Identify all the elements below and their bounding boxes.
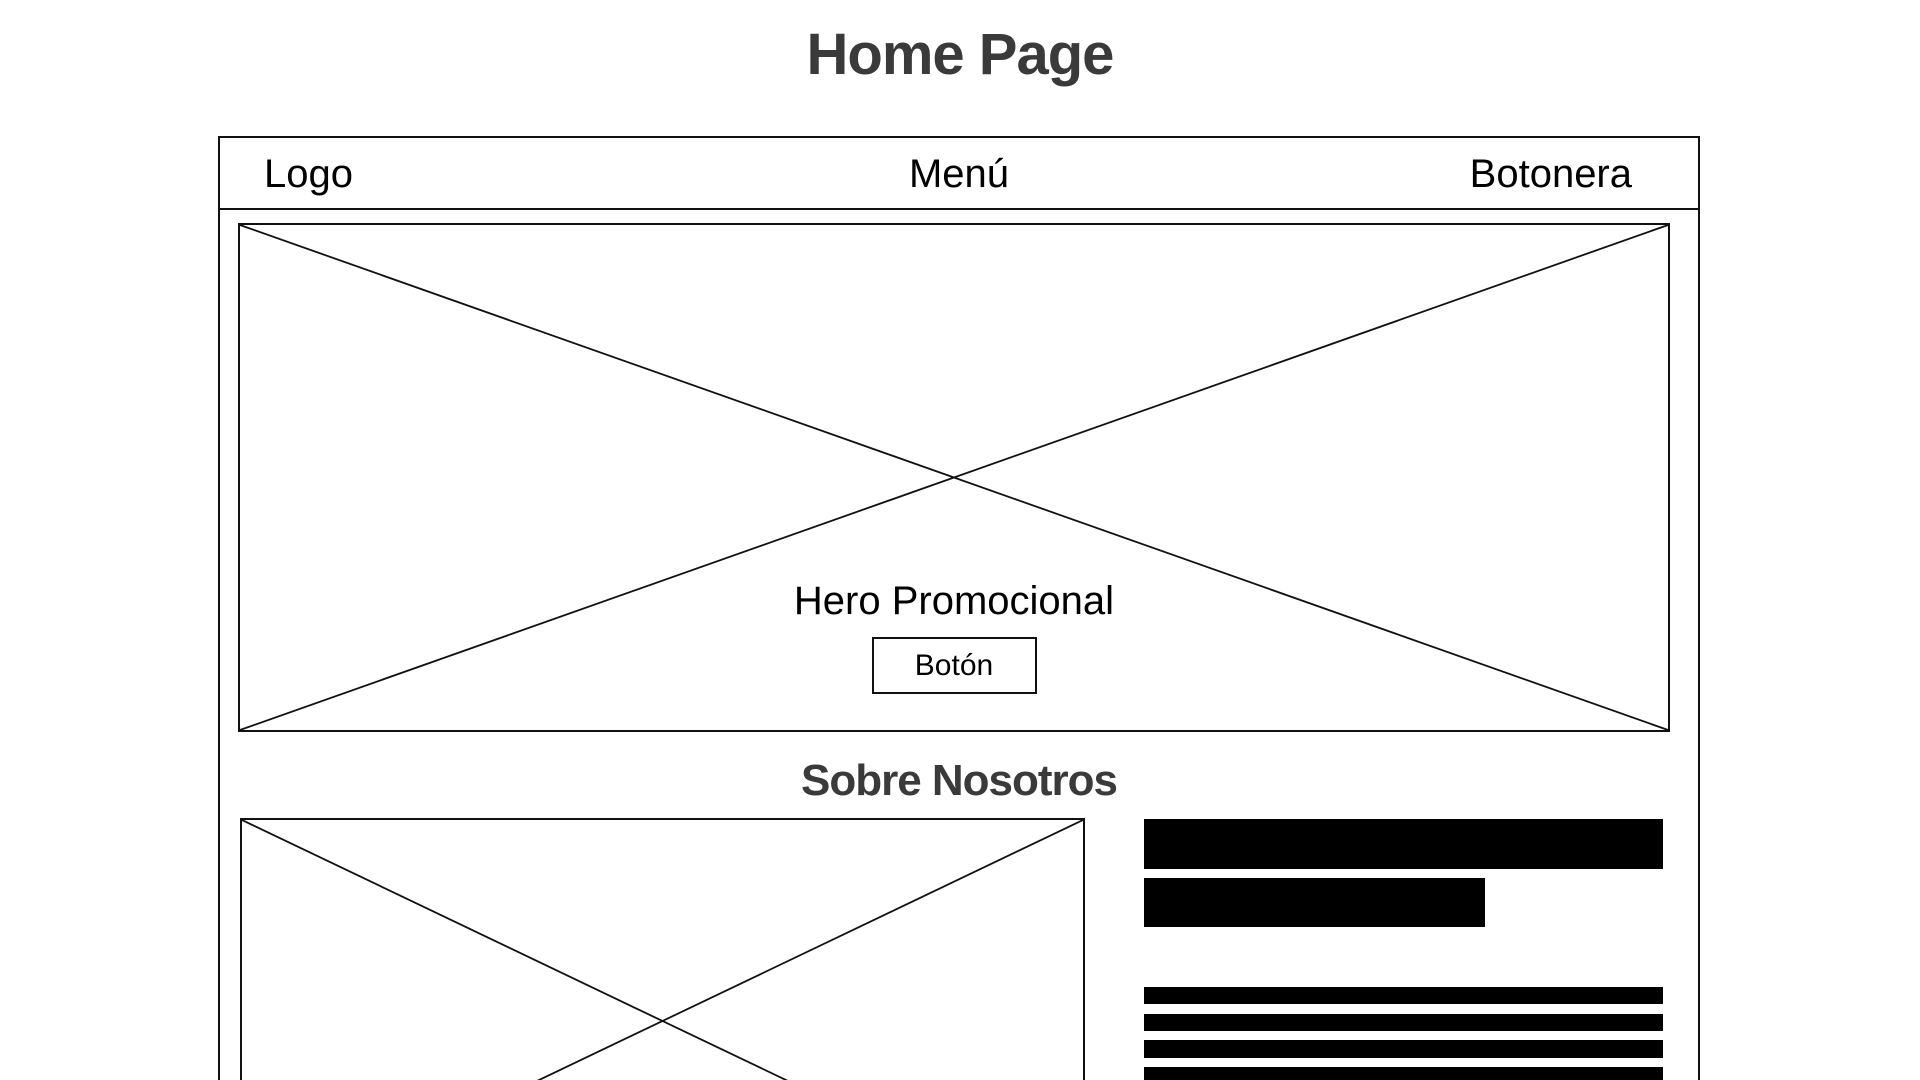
redacted-text-bar-thin xyxy=(1144,1040,1663,1058)
redacted-text-bar-thin xyxy=(1144,987,1663,1004)
redacted-text-bar-thin xyxy=(1144,1067,1663,1080)
logo[interactable]: Logo xyxy=(264,152,353,196)
button-bar[interactable]: Botonera xyxy=(1469,152,1632,196)
redacted-text-bar-thick xyxy=(1144,819,1663,869)
hero-content: Hero Promocional Botón xyxy=(240,578,1668,694)
site-header: Logo Menú Botonera xyxy=(220,138,1698,210)
nav-menu[interactable]: Menú xyxy=(908,152,1010,196)
hero-image-placeholder: Hero Promocional Botón xyxy=(238,223,1670,732)
redacted-text-bar-thick xyxy=(1144,878,1485,927)
image-placeholder-x-icon xyxy=(242,820,1083,1080)
hero-button[interactable]: Botón xyxy=(871,637,1037,694)
page-title: Home Page xyxy=(806,22,1115,87)
redacted-text-bar-thin xyxy=(1144,1014,1663,1031)
hero-label: Hero Promocional xyxy=(783,578,1125,624)
about-text-placeholder xyxy=(1144,819,1663,1080)
image-placeholder-x-icon xyxy=(240,225,1668,730)
about-image-placeholder xyxy=(240,818,1085,1080)
about-heading: Sobre Nosotros xyxy=(800,756,1118,805)
